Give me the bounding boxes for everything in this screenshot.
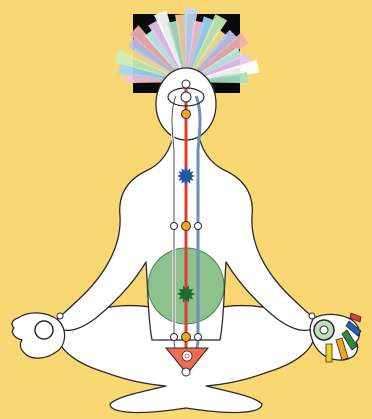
knot-forehead [182,110,191,119]
knot-solar [182,222,191,231]
knot-base [182,333,191,342]
left-hand [12,313,65,358]
